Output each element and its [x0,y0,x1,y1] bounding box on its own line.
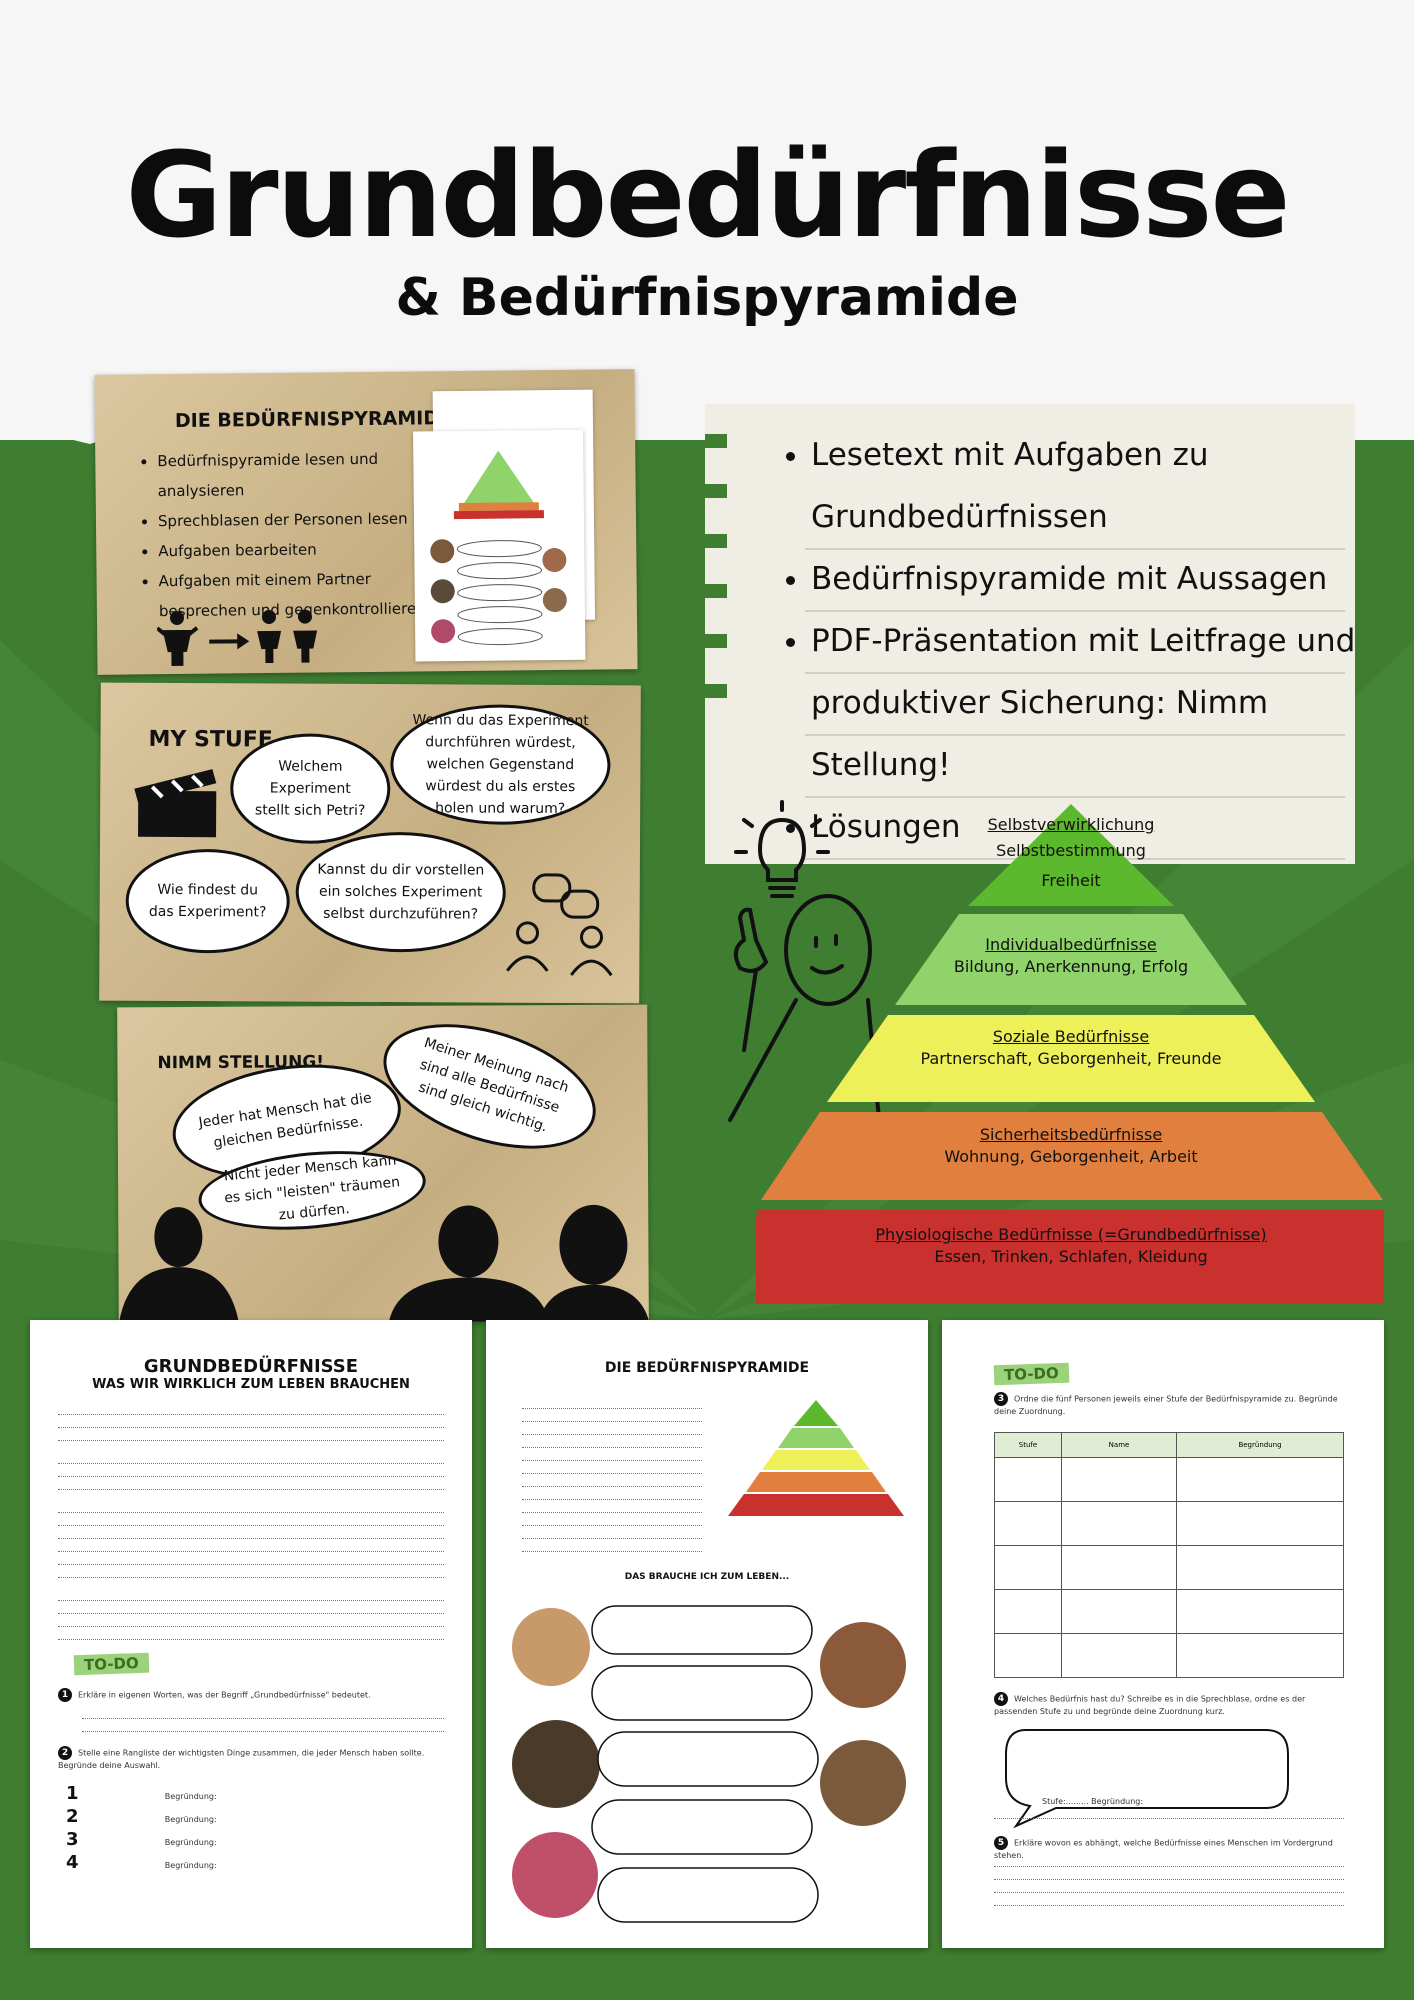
pyramid-layer-sozial: Soziale Bedürfnisse Partnerschaft, Gebor… [876,1026,1266,1070]
task-text: Erkläre in eigenen Worten, was der Begri… [78,1690,371,1700]
person-photo [512,1608,590,1686]
slide-heading: DIE BEDÜRFNISPYRAMIDE [174,407,453,432]
torn-binding-edge [705,434,727,698]
partner-work-icon [156,609,318,667]
slide-task-list: Bedürfnispyramide lesen und analysieren … [139,443,449,626]
pyramid-layer-desc: Bildung, Anerkennung, Erfolg [953,957,1189,976]
ranking-list: 1 Begründung: 2 Begründung: 3 Begründung… [66,1782,444,1874]
empty-speech-bubble [1005,1729,1289,1829]
needs-pyramid [756,804,1384,1304]
pyramid-layer-title: Selbstverwirklichung [987,815,1155,834]
pyramid-layer-individual: Individualbedürfnisse Bildung, Anerkennu… [906,934,1236,978]
contents-item: Bedürfnispyramide mit Aussagen [811,548,1381,610]
speech-bubbles-group [591,1605,819,1923]
person-photo [820,1622,906,1708]
pyramid-layer-selbstverwirklichung: Selbstverwirklichung Selbstbestimmung Fr… [956,814,1186,896]
slide-task-item: Aufgaben bearbeiten [158,533,448,566]
pyramid-layer-shape [756,1210,1384,1304]
page-title: Grundbedürfnisse [125,126,1291,264]
stufe-line: Stufe:......... Begründung: [1042,1797,1144,1806]
pyramid-layer-shape [895,914,1247,1005]
task-text: Welches Bedürfnis hast du? Schreibe es i… [994,1694,1306,1717]
worksheet-heading: GRUNDBEDÜRFNISSE [143,1356,359,1377]
column-header: Stufe [994,1432,1062,1458]
slide-bedurfnispyramide: DIE BEDÜRFNISPYRAMIDE Bedürfnispyramide … [94,369,638,675]
contents-note-card: Lesetext mit Aufgaben zu Grundbedürfniss… [705,404,1355,864]
header-background [0,0,1414,440]
column-header: Name [1061,1432,1177,1458]
discussion-icon [506,873,613,977]
speech-bubble: Kannst du dir vorstellen ein solches Exp… [295,831,507,953]
clapperboard-icon [134,769,217,838]
worksheet-heading: DIE BEDÜRFNISPYRAMIDE [604,1360,810,1376]
slide-task-item: Sprechblasen der Personen lesen [158,503,448,536]
pyramid-layer-desc: Wohnung, Geborgenheit, Arbeit [944,1147,1198,1166]
person-photo [512,1720,600,1808]
pyramid-layer-physiologisch: Physiologische Bedürfnisse (=Grundbedürf… [806,1224,1336,1268]
pyramid-layer-desc: Essen, Trinken, Schlafen, Kleidung [934,1247,1208,1266]
table-row [994,1501,1344,1546]
worksheet-subheading: DAS BRAUCHE ICH ZUM LEBEN... [624,1572,790,1582]
todo-label: TO-DO [993,1362,1070,1386]
contents-item: PDF-Präsentation mit Leitfrage und produ… [811,610,1381,796]
pyramid-layer-shape [761,1112,1383,1200]
rank-row: 1 Begründung: [66,1783,217,1804]
pyramid-layer-title: Soziale Bedürfnisse [992,1027,1150,1046]
pyramid-layer-title: Individualbedürfnisse [985,935,1157,954]
mini-pyramid [728,1400,904,1516]
table-row [994,1633,1344,1678]
table-row [994,1589,1344,1634]
table-row [994,1545,1344,1590]
pyramid-layer-title: Sicherheitsbedürfnisse [979,1125,1163,1144]
speech-bubble: Meiner Meinung nach sind alle Bedürfniss… [368,1000,612,1173]
page-subtitle: & Bedürfnispyramide [395,268,1019,328]
pyramid-layer-shape [968,804,1174,906]
todo-label: TO-DO [73,1652,150,1676]
task-text: Stelle eine Rangliste der wichtigsten Di… [58,1748,425,1771]
pyramid-layer-desc: Selbstbestimmung Freiheit [996,841,1146,890]
speech-bubble: Wie findest du das Experiment? [125,848,290,954]
task-text: Erkläre wovon es abhängt, welche Bedürfn… [994,1838,1333,1861]
person-photo [820,1740,906,1826]
pyramid-layer-shape [827,1015,1315,1102]
pyramid-layer-sicherheit: Sicherheitsbedürfnisse Wohnung, Geborgen… [856,1124,1286,1168]
silhouettes-graphic [118,1204,649,1324]
rank-row: 4 Begründung: [66,1852,217,1873]
speech-bubble: Welchem Experiment stellt sich Petri? [229,733,391,845]
pyramid-layer-title: Physiologische Bedürfnisse (=Grundbedürf… [875,1225,1267,1244]
column-header: Begründung [1176,1432,1344,1458]
slide-nimm-stellung: NIMM STELLUNG! Jeder hat Mensch hat die … [117,1000,649,1324]
person-photo [512,1832,598,1918]
contents-list: Lesetext mit Aufgaben zu Grundbedürfniss… [773,424,1381,858]
worksheet-page-1: GRUNDBEDÜRFNISSE WAS WIR WIRKLICH ZUM LE… [30,1320,472,1948]
assignment-table: Stufe Name Begründung [994,1432,1344,1678]
contents-item: Lesetext mit Aufgaben zu Grundbedürfniss… [811,424,1381,548]
worksheet-thumbnail [413,429,586,662]
worksheet-text-block [58,1402,444,1640]
stick-figure-idea-graphic [728,800,882,1132]
speech-bubble: Wenn du das Experiment durchführen würde… [390,704,611,826]
slide-task-item: Bedürfnispyramide lesen und analysieren [157,443,448,506]
table-row [994,1457,1344,1502]
task-text: Ordne die fünf Personen jeweils einer St… [994,1394,1338,1417]
worksheet-page-2: DIE BEDÜRFNISPYRAMIDE DAS BRAUCHE ICH ZU… [486,1320,928,1948]
slide-my-stuff: MY STUFF Welchem Experiment stellt sich … [99,682,641,1004]
pyramid-layer-desc: Partnerschaft, Geborgenheit, Freunde [920,1049,1222,1068]
rank-row: 3 Begründung: [66,1829,217,1850]
rank-row: 2 Begründung: [66,1806,217,1827]
ruled-lines [805,488,1345,864]
worksheet-text-block [522,1396,702,1552]
worksheet-subheading: WAS WIR WIRKLICH ZUM LEBEN BRAUCHEN [92,1377,410,1392]
contents-item: Lösungen [811,796,1381,858]
